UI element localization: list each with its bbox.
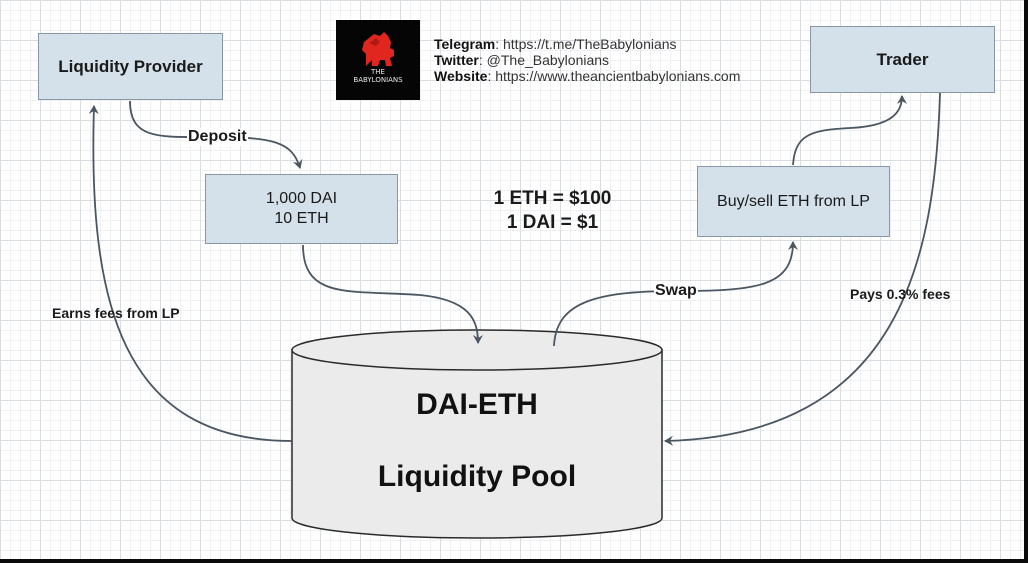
exchange-rates: 1 ETH = $100 1 DAI = $1 [470, 187, 635, 235]
buy-sell-node: Buy/sell ETH from LP [697, 166, 890, 237]
pays-fees-arrow [664, 92, 941, 446]
buy-sell-to-trader-arrow [792, 95, 907, 166]
deposit-label: Deposit [187, 128, 248, 146]
twitter-handle: : @The_Babylonians [478, 52, 610, 68]
trader-node: Trader [810, 26, 995, 93]
deposit-amount-node: 1,000 DAI 10 ETH [205, 174, 398, 244]
logo-text-babylonians: BABYLONIANS [353, 76, 403, 84]
twitter-label: Twitter [434, 52, 479, 68]
window-frame-bottom [0, 559, 1028, 563]
deposit-to-pool-arrow [302, 244, 483, 344]
swap-label: Swap [654, 282, 698, 300]
liquidity-pool-cylinder [291, 329, 663, 539]
telegram-line: Telegram: https://t.me/TheBabylonians [434, 36, 740, 52]
telegram-url: : https://t.me/TheBabylonians [495, 36, 677, 52]
website-label: Website [434, 68, 488, 84]
dai-rate: 1 DAI = $1 [506, 212, 599, 233]
deposit-dai-amount: 1,000 DAI [265, 190, 338, 207]
liquidity-provider-node: Liquidity Provider [38, 33, 223, 100]
babylonians-logo: THE BABYLONIANS [336, 20, 420, 100]
twitter-line: Twitter: @The_Babylonians [434, 52, 740, 68]
eth-rate: 1 ETH = $100 [493, 188, 612, 209]
website-url: : https://www.theancientbabylonians.com [487, 68, 741, 84]
website-line: Website: https://www.theancientbabylonia… [434, 68, 740, 84]
pays-fees-label: Pays 0.3% fees [850, 286, 951, 302]
pool-title: DAI-ETH [416, 388, 538, 421]
lion-icon [362, 32, 394, 66]
window-frame-right [1024, 0, 1028, 563]
logo-text-the: THE [371, 68, 385, 76]
social-links: Telegram: https://t.me/TheBabylonians Tw… [434, 36, 740, 84]
deposit-eth-amount: 10 ETH [274, 210, 329, 227]
earns-fees-arrow [88, 105, 293, 442]
earns-fees-label: Earns fees from LP [52, 305, 180, 321]
pool-subtitle: Liquidity Pool [377, 460, 577, 493]
telegram-label: Telegram [434, 36, 496, 52]
